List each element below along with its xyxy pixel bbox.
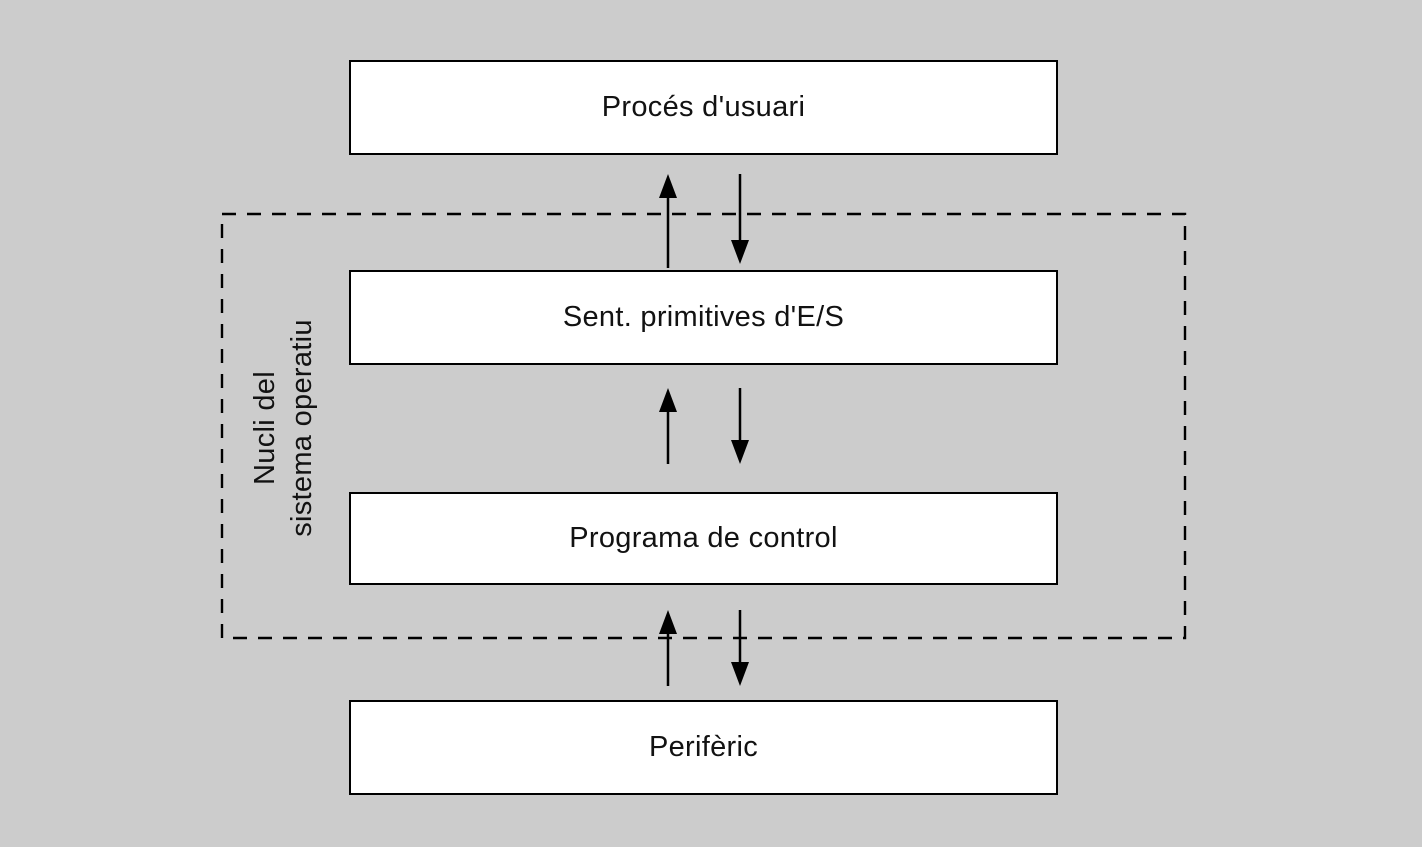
arrow-down-icon <box>731 388 749 464</box>
box-user-process: Procés d'usuari <box>349 60 1058 155</box>
arrow-up-icon <box>659 174 677 268</box>
kernel-region-label-line2: sistema operatiu <box>286 319 318 537</box>
box-peripheral-label: Perifèric <box>648 731 759 763</box>
box-control-program: Programa de control <box>349 492 1058 585</box>
box-user-process-label: Procés d'usuari <box>601 91 806 123</box>
box-peripheral: Perifèric <box>349 700 1058 795</box>
kernel-region-label: Nucli del sistema operatiu <box>247 319 321 537</box>
arrow-down-icon <box>731 610 749 686</box>
box-control-program-label: Programa de control <box>569 522 838 554</box>
box-io-primitives: Sent. primitives d'E/S <box>349 270 1058 365</box>
arrow-up-icon <box>659 610 677 686</box>
kernel-boundary-dashed-rect <box>220 212 1187 640</box>
kernel-region-label-line1: Nucli del <box>249 371 281 485</box>
arrow-down-icon <box>731 174 749 264</box>
arrow-up-icon <box>659 388 677 464</box>
box-io-primitives-label: Sent. primitives d'E/S <box>562 301 845 333</box>
